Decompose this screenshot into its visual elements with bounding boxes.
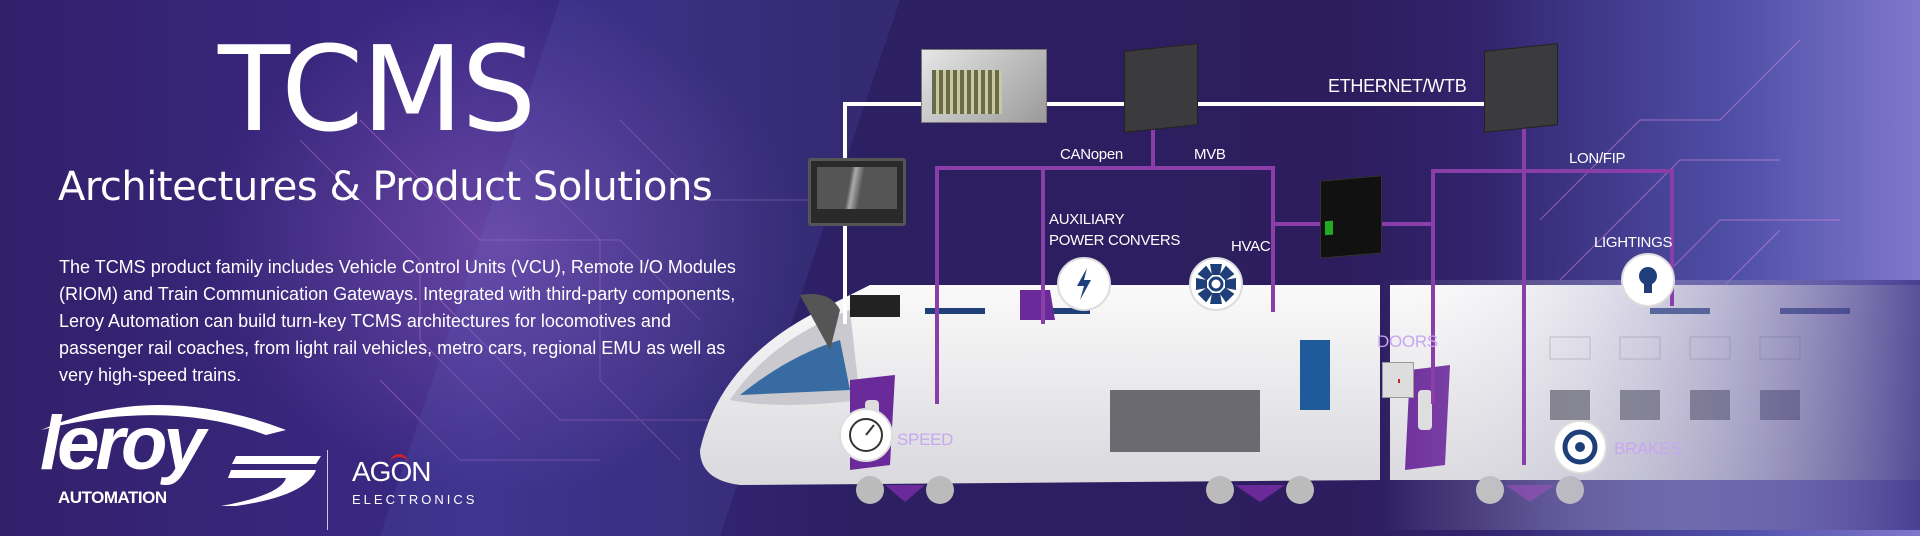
automation-wordmark: AUTOMATION	[58, 488, 167, 507]
electronics-wordmark: ELECTRONICS	[352, 492, 478, 507]
ethernet-wtb-bus	[843, 102, 1487, 324]
logo-divider	[327, 450, 328, 530]
vcu-module-2	[1484, 43, 1558, 133]
page-subtitle: Architectures & Product Solutions	[58, 164, 713, 210]
auxiliary-label: AUXILIARY	[1049, 211, 1125, 228]
hmi-display-device	[808, 158, 906, 226]
lon-fip-bus	[1431, 125, 1674, 465]
door-icon	[1382, 362, 1414, 398]
leroy-wordmark: leroy	[40, 401, 206, 486]
rack-controller-device	[921, 49, 1047, 123]
speed-label: SPEED	[897, 430, 954, 449]
hvac-label: HVAC	[1231, 238, 1271, 255]
train-illustration	[700, 280, 1920, 530]
mvb-label: MVB	[1194, 146, 1226, 163]
power-convers-label: POWER CONVERS	[1049, 232, 1181, 249]
vcu-module-1	[1124, 43, 1198, 133]
brakes-label: BRAKES	[1614, 439, 1682, 458]
canopen-label: CANopen	[1060, 146, 1123, 163]
description-paragraph: The TCMS product family includes Vehicle…	[59, 257, 736, 385]
ethernet-wtb-label: ETHERNET/WTB	[1328, 76, 1467, 96]
leroy-swoosh-icon	[41, 405, 321, 506]
lightning-icon	[1057, 257, 1111, 311]
mvb-canopen-bus	[935, 125, 1433, 404]
doors-label: DOORS	[1377, 332, 1438, 351]
leroy-automation-logo: leroy AUTOMATION	[36, 400, 326, 512]
light-bulb-icon	[1621, 253, 1675, 307]
agon-arc-icon	[390, 454, 408, 464]
page-title: TCMS	[218, 20, 536, 158]
agon-electronics-logo: AGON ELECTRONICS	[352, 454, 478, 507]
gateway-device	[1320, 175, 1382, 259]
fan-icon	[1189, 257, 1243, 311]
lightings-label: LIGHTINGS	[1594, 234, 1673, 251]
speedometer-icon	[839, 408, 893, 462]
circuit-pattern-left	[299, 0, 900, 536]
brake-disc-icon	[1553, 420, 1607, 474]
lon-fip-label: LON/FIP	[1569, 150, 1626, 167]
